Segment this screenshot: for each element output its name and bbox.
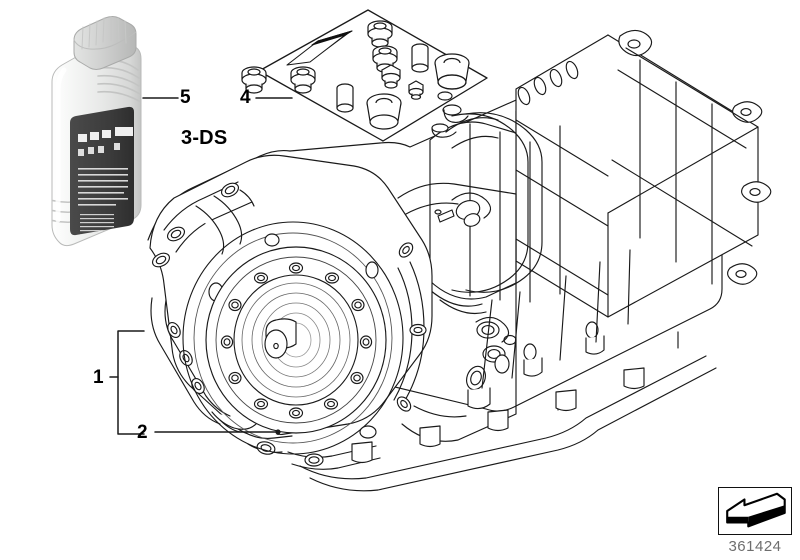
callout-label-5: 5 [180,87,191,108]
fastener-kit-illustration [241,9,488,142]
3d-view-arrow-icon [718,487,792,535]
callout-label-2: 2 [137,422,148,443]
callout-leaders [109,97,293,435]
callout-label-1: 1 [93,367,104,388]
torque-converter [205,246,387,434]
transmission-illustration [147,29,772,492]
variant-label: 3-DS [181,127,228,149]
callout-label-4: 4 [240,87,251,108]
arrow-glyph [726,492,786,528]
part-number: 361424 [728,538,782,555]
oil-bottle-illustration [51,16,142,247]
